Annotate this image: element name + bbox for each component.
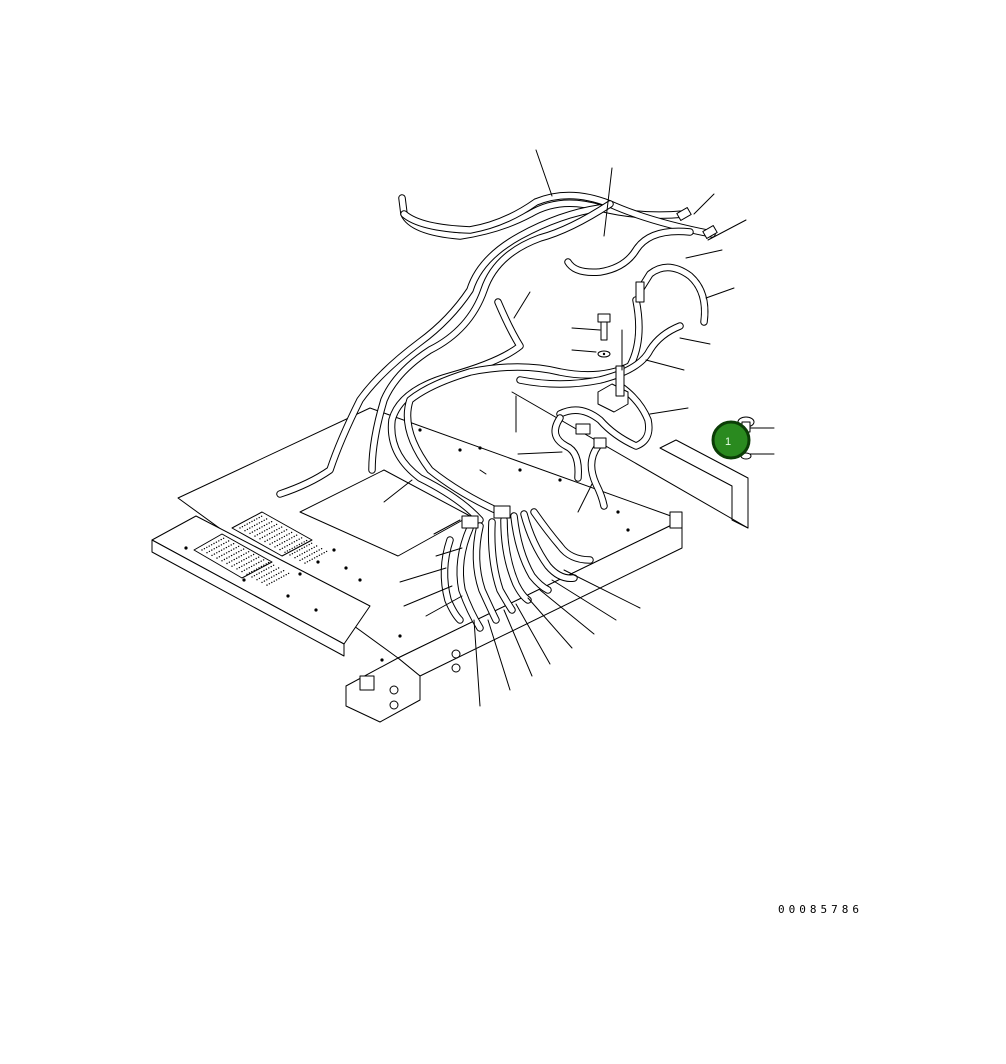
floor-front-skirt bbox=[345, 657, 421, 723]
perforation-dots bbox=[201, 515, 328, 586]
rear-clip bbox=[669, 511, 683, 529]
drawing-number: 00085786 bbox=[778, 903, 863, 916]
side-hole-1 bbox=[389, 685, 399, 695]
hose-main-runs bbox=[276, 191, 716, 632]
leader-lines bbox=[383, 149, 775, 707]
floor-mat-plate-edge bbox=[151, 539, 345, 657]
callout-1[interactable]: 1 bbox=[711, 420, 751, 460]
side-hole-4 bbox=[451, 663, 461, 673]
callout-circle[interactable] bbox=[711, 420, 751, 460]
hose-bundle bbox=[276, 191, 716, 632]
perforated-pad-2 bbox=[193, 533, 273, 579]
side-hole-3 bbox=[451, 649, 461, 659]
side-clip bbox=[359, 675, 375, 691]
floor-holes bbox=[184, 428, 630, 662]
rear-mount-edge bbox=[511, 391, 749, 529]
hose-clamps bbox=[461, 207, 718, 529]
floor-frame bbox=[151, 391, 749, 723]
side-hole-2 bbox=[389, 700, 399, 710]
callout-label: 1 bbox=[725, 436, 731, 448]
bolt-and-washer bbox=[597, 313, 611, 358]
perforated-pad-1 bbox=[231, 511, 313, 557]
hose-bracket bbox=[597, 365, 629, 413]
